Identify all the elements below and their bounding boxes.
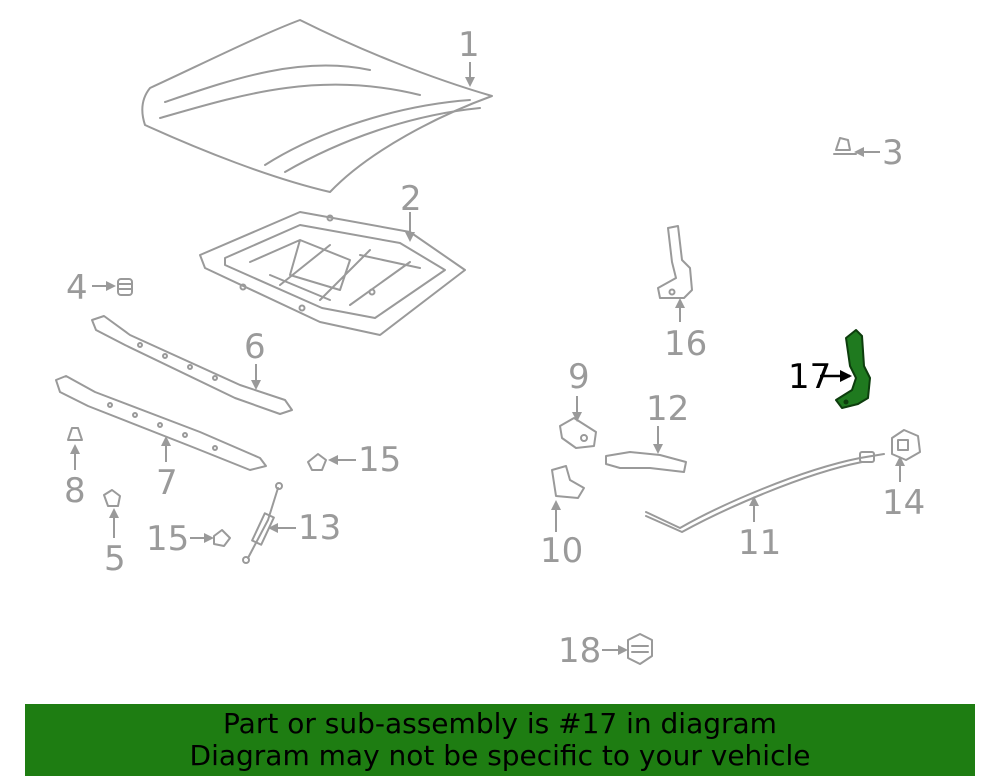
callout-17: 17	[788, 357, 831, 397]
part-1-hood	[141, 19, 493, 193]
callout-7: 7	[156, 463, 178, 503]
part-10-striker	[551, 465, 585, 499]
callout-9: 9	[568, 357, 590, 397]
part-12-lever	[605, 451, 687, 473]
part-15-bolt-upper	[307, 453, 327, 471]
part-5-clip	[103, 489, 121, 507]
callout-3: 3	[882, 133, 904, 173]
part-11-cable	[645, 451, 885, 533]
part-17-hinge-highlighted	[835, 329, 871, 409]
part-13-handle	[891, 429, 921, 461]
part-15-bolt-lower	[213, 529, 231, 547]
part-14-strut	[242, 482, 283, 564]
info-banner: Part or sub-assembly is #17 in diagram D…	[25, 704, 975, 776]
callout-12: 12	[646, 389, 689, 429]
banner-line-2: Diagram may not be specific to your vehi…	[189, 739, 811, 772]
part-8-plug	[67, 427, 83, 441]
callout-11: 11	[738, 523, 781, 563]
part-6-seal	[91, 315, 293, 415]
callout-15b: 15	[146, 519, 189, 559]
callout-10: 10	[540, 531, 583, 571]
part-3-clip	[833, 137, 857, 155]
callout-6: 6	[244, 327, 266, 367]
part-9-latch	[559, 417, 597, 449]
callout-14: 13	[298, 508, 341, 548]
callout-13: 14	[882, 483, 925, 523]
callout-4: 4	[66, 268, 88, 308]
callout-8: 8	[64, 471, 86, 511]
callout-15a: 15	[358, 440, 401, 480]
parts-diagram: 1 2 3 4 6 7 8	[55, 19, 925, 671]
part-2-inner-panel	[199, 211, 466, 336]
callout-18: 18	[558, 631, 601, 671]
part-7-seal	[55, 375, 267, 471]
banner-line-1: Part or sub-assembly is #17 in diagram	[223, 707, 777, 740]
callout-1: 1	[458, 25, 480, 65]
callout-5: 5	[104, 539, 126, 579]
callout-2: 2	[400, 179, 422, 219]
callout-16: 16	[664, 324, 707, 364]
part-4-bumper	[117, 278, 133, 296]
part-16-hinge	[657, 225, 693, 299]
part-18-clip	[627, 633, 653, 665]
